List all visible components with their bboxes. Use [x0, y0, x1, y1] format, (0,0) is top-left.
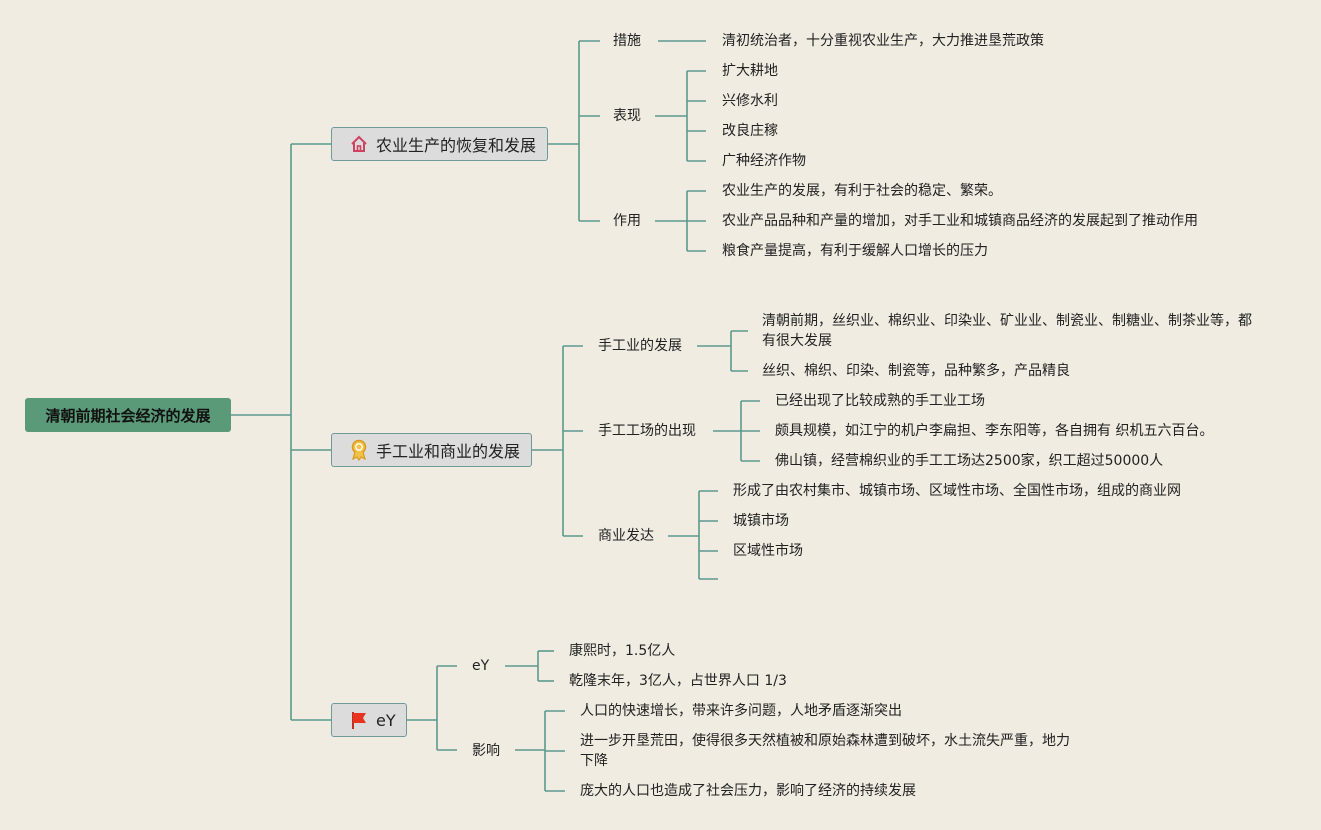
leaf-item[interactable]: 城镇市场 [733, 513, 789, 529]
leaf-item[interactable]: 兴修水利 [722, 93, 778, 109]
leaf-item[interactable]: 乾隆末年，3亿人，占世界人口 1/3 [569, 673, 787, 689]
leaf-item[interactable]: 进一步开垦荒田，使得很多天然植被和原始森林遭到破坏，水土流失严重，地力下降 [580, 733, 1070, 769]
leaf-item[interactable]: 康熙时，1.5亿人 [569, 643, 676, 659]
leaf-item[interactable]: 农业产品品种和产量的增加，对手工业和城镇商品经济的发展起到了推动作用 [722, 213, 1198, 229]
branch-label: 农业生产的恢复和发展 [376, 136, 537, 155]
subtopic-measures[interactable]: 措施 [613, 33, 641, 49]
branch-label: 手工业和商业的发展 [376, 442, 521, 461]
leaf-item[interactable]: 区域性市场 [733, 543, 803, 559]
leaf-item[interactable]: 人口的快速增长，带来许多问题，人地矛盾逐渐突出 [580, 703, 902, 719]
leaf-item[interactable]: 清初统治者，十分重视农业生产，大力推进垦荒政策 [722, 33, 1044, 49]
leaf-item[interactable]: 形成了由农村集市、城镇市场、区域性市场、全国性市场，组成的商业网 [733, 483, 1181, 499]
subtopic-workshops[interactable]: 手工工场的出现 [598, 423, 696, 439]
leaf-item[interactable]: 农业生产的发展，有利于社会的稳定、繁荣。 [722, 183, 1002, 199]
leaf-item[interactable]: 已经出现了比较成熟的手工业工场 [775, 393, 985, 409]
leaf-item[interactable]: 清朝前期，丝织业、棉织业、印染业、矿业业、制瓷业、制糖业、制茶业等，都有很大发展 [762, 313, 1252, 349]
leaf-item[interactable]: 颇具规模，如江宁的机户李扁担、李东阳等，各自拥有 织机五六百台。 [775, 423, 1214, 439]
branch-population[interactable]: eY [331, 703, 407, 737]
award-medal-icon [348, 439, 370, 461]
subtopic-effect[interactable]: 作用 [613, 213, 641, 229]
leaf-item[interactable]: 广种经济作物 [722, 153, 806, 169]
leaf-item[interactable]: 扩大耕地 [722, 63, 778, 79]
subtopic-handicraft-development[interactable]: 手工业的发展 [598, 338, 682, 354]
branch-agriculture[interactable]: 农业生产的恢复和发展 [331, 127, 548, 161]
leaf-item[interactable]: 庞大的人口也造成了社会压力，影响了经济的持续发展 [580, 783, 916, 799]
root-topic[interactable]: 清朝前期社会经济的发展 [25, 398, 231, 432]
leaf-item[interactable]: 改良庄稼 [722, 123, 778, 139]
leaf-item[interactable]: 丝织、棉织、印染、制瓷等，品种繁多，产品精良 [762, 363, 1070, 379]
subtopic-impact[interactable]: 影响 [472, 743, 500, 759]
red-flag-icon [348, 709, 370, 731]
subtopic-commerce[interactable]: 商业发达 [598, 528, 654, 544]
subtopic-performance[interactable]: 表现 [613, 108, 641, 124]
house-icon [348, 133, 370, 155]
branch-handicraft-commerce[interactable]: 手工业和商业的发展 [331, 433, 532, 467]
leaf-item[interactable]: 粮食产量提高，有利于缓解人口增长的压力 [722, 243, 988, 259]
branch-label: eY [376, 710, 396, 730]
subtopic-population[interactable]: eY [472, 658, 490, 674]
leaf-item[interactable]: 佛山镇，经营棉织业的手工工场达2500家，织工超过50000人 [775, 453, 1164, 469]
